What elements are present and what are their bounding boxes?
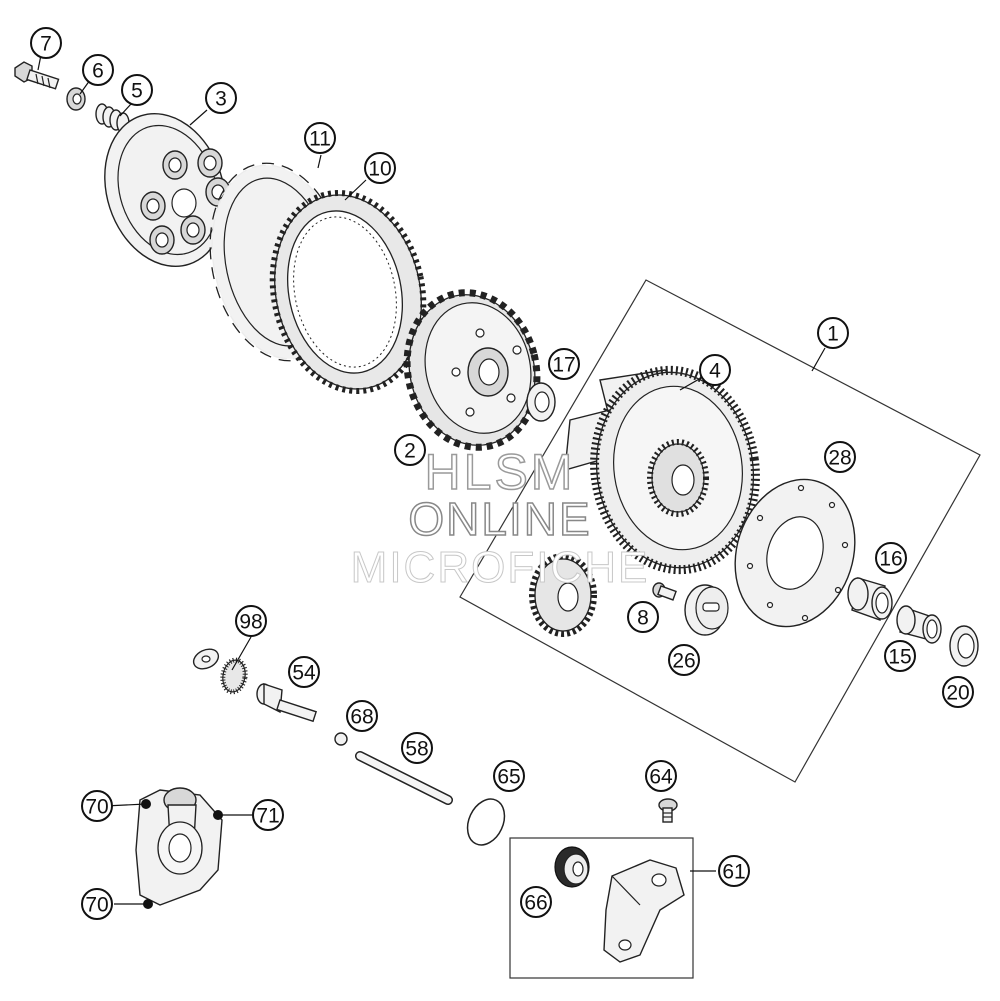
part-4-clutch-basket <box>564 365 760 575</box>
part-26-bushing <box>684 584 729 636</box>
svg-text:61: 61 <box>722 861 745 884</box>
part-65-o-ring <box>466 798 506 846</box>
callout-71: 71 <box>252 799 284 831</box>
svg-text:10: 10 <box>368 158 391 181</box>
svg-text:1: 1 <box>827 323 839 346</box>
svg-text:70: 70 <box>85 796 108 819</box>
callout-2: 2 <box>394 434 426 466</box>
svg-text:54: 54 <box>292 662 316 685</box>
part-8-pin <box>652 582 677 601</box>
svg-text:98: 98 <box>239 611 262 634</box>
svg-text:5: 5 <box>131 80 143 103</box>
part-20-washer <box>949 625 979 667</box>
svg-text:8: 8 <box>637 607 649 630</box>
callout-10: 10 <box>364 152 396 184</box>
part-5-spring <box>95 103 130 134</box>
callout-7: 7 <box>30 27 62 59</box>
callout-8: 8 <box>627 601 659 633</box>
part-10-plate-stack <box>269 189 427 395</box>
callout-1: 1 <box>817 317 849 349</box>
callout-70-top: 70 <box>81 790 113 822</box>
part-16-needle-bearing <box>847 577 893 621</box>
part-98-washers <box>192 648 248 695</box>
callout-5: 5 <box>121 74 153 106</box>
svg-text:2: 2 <box>404 440 416 463</box>
part-17-washer <box>526 382 556 422</box>
svg-text:28: 28 <box>828 447 851 470</box>
svg-text:70: 70 <box>85 894 108 917</box>
svg-text:6: 6 <box>92 60 104 83</box>
callout-66: 66 <box>520 886 552 918</box>
svg-text:4: 4 <box>709 360 721 383</box>
part-58-push-rod <box>355 751 453 805</box>
part-64-screw <box>658 798 678 823</box>
callout-26: 26 <box>668 644 700 676</box>
callout-68: 68 <box>346 700 378 732</box>
callout-54: 54 <box>288 656 320 688</box>
part-66-seal <box>554 846 590 888</box>
leader-lines <box>37 54 826 905</box>
callout-70-bottom: 70 <box>81 888 113 920</box>
part-7-bolt <box>14 61 60 90</box>
svg-text:26: 26 <box>672 650 695 673</box>
svg-text:68: 68 <box>350 706 373 729</box>
part-70-71-cover <box>135 787 223 909</box>
callout-16: 16 <box>875 542 907 574</box>
svg-text:7: 7 <box>40 33 52 56</box>
svg-text:65: 65 <box>497 766 520 789</box>
part-61-release-lever <box>603 859 685 963</box>
callout-28: 28 <box>824 441 856 473</box>
part-3-pressure-plate <box>104 112 231 268</box>
callout-3: 3 <box>205 82 237 114</box>
svg-text:11: 11 <box>309 128 331 151</box>
callout-98: 98 <box>235 605 267 637</box>
svg-text:58: 58 <box>405 738 428 761</box>
callout-6: 6 <box>82 54 114 86</box>
callout-58: 58 <box>401 732 433 764</box>
svg-text:17: 17 <box>552 354 575 377</box>
callout-17: 17 <box>548 348 580 380</box>
part-15-sleeve <box>896 605 942 644</box>
svg-text:3: 3 <box>215 88 227 111</box>
assembly-1-outline <box>459 279 981 783</box>
svg-text:16: 16 <box>879 548 902 571</box>
svg-text:20: 20 <box>946 682 969 705</box>
part-2-inner-hub <box>403 289 541 451</box>
svg-text:64: 64 <box>649 766 673 789</box>
callout-61: 61 <box>718 855 750 887</box>
callout-11: 11 <box>304 122 336 154</box>
assembly-61-box <box>509 837 694 979</box>
part-28-disc <box>734 478 856 628</box>
svg-text:66: 66 <box>524 892 547 915</box>
callout-4: 4 <box>699 354 731 386</box>
part-primary-gear <box>529 553 597 637</box>
part-68-ball <box>334 732 348 746</box>
callout-15: 15 <box>884 640 916 672</box>
callout-65: 65 <box>493 760 525 792</box>
svg-text:15: 15 <box>888 646 911 669</box>
svg-text:71: 71 <box>256 805 279 828</box>
part-54-pressure-piece <box>256 683 318 723</box>
callout-20: 20 <box>942 676 974 708</box>
callout-64: 64 <box>645 760 677 792</box>
